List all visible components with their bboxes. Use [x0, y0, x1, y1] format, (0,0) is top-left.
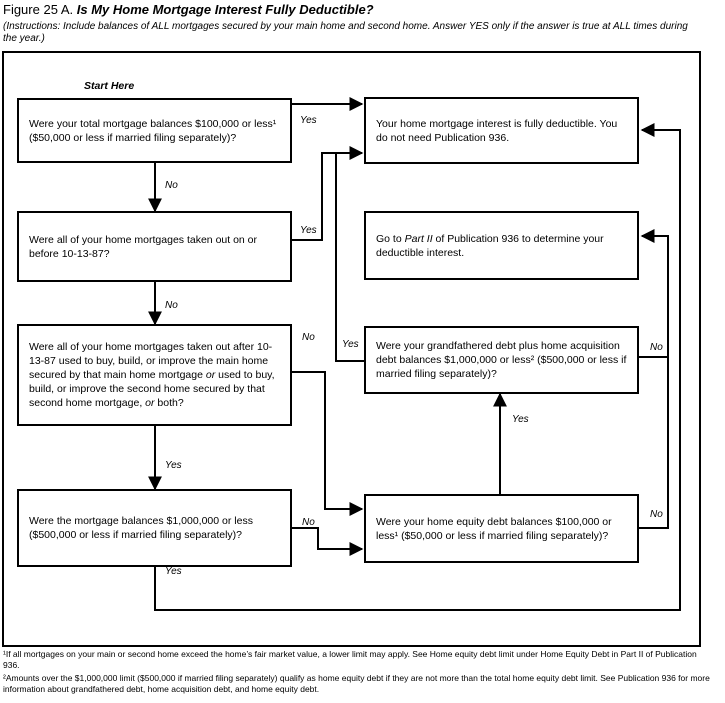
label-q3-yes: Yes — [165, 460, 182, 471]
label-q5-no: No — [650, 342, 663, 353]
label-q2-yes: Yes — [300, 225, 317, 236]
flowchart-frame — [2, 51, 701, 647]
box-million-limit-text: Were the mortgage balances $1,000,000 or… — [29, 515, 253, 541]
figure-heading: Is My Home Mortgage Interest Fully Deduc… — [76, 2, 374, 17]
label-q6-no: No — [650, 509, 663, 520]
box-grandfathered-debt-text: Were your grandfathered debt plus home a… — [376, 340, 627, 380]
q5-no-arrow — [637, 229, 669, 358]
instructions: (Instructions: Include balances of ALL m… — [3, 21, 688, 44]
box-after-1987-text: Were all of your home mortgages taken ou… — [29, 341, 275, 409]
label-q3-no: No — [302, 332, 315, 343]
q3-no-arrow — [292, 371, 364, 516]
box-part-ii-text: Go to Part II of Publication 936 to dete… — [376, 232, 604, 259]
q6-no-arrow — [637, 357, 669, 529]
box-fully-deductible-result: Your home mortgage interest is fully ded… — [364, 97, 639, 164]
box-before-1987-question: Were all of your home mortgages taken ou… — [17, 211, 292, 282]
label-q4-yes: Yes — [165, 566, 182, 577]
box-part-ii-result: Go to Part II of Publication 936 to dete… — [364, 211, 639, 280]
box-total-balance-question: Were your total mortgage balances $100,0… — [17, 98, 292, 163]
figure-title: Figure 25 A. Is My Home Mortgage Interes… — [3, 2, 374, 17]
label-q1-no: No — [165, 180, 178, 191]
label-q5-yes: Yes — [342, 339, 359, 350]
box-home-equity-question: Were your home equity debt balances $100… — [364, 494, 639, 563]
box-grandfathered-debt-question: Were your grandfathered debt plus home a… — [364, 326, 639, 394]
box-home-equity-text: Were your home equity debt balances $100… — [376, 515, 612, 542]
box-million-limit-question: Were the mortgage balances $1,000,000 or… — [17, 489, 292, 567]
start-here-label: Start Here — [84, 80, 135, 92]
figure-number: Figure 25 A. — [3, 2, 74, 17]
box-fully-deductible-text: Your home mortgage interest is fully ded… — [376, 117, 618, 144]
box-total-balance-text: Were your total mortgage balances $100,0… — [29, 117, 277, 144]
footnote-1: ¹If all mortgages on your main or second… — [3, 649, 697, 670]
q4-no-arrow — [292, 527, 364, 556]
box-after-1987-use-question: Were all of your home mortgages taken ou… — [17, 324, 292, 426]
q4-yes-arrow — [154, 123, 681, 611]
footnote-2: ²Amounts over the $1,000,000 limit ($500… — [3, 673, 710, 694]
label-q1-yes: Yes — [300, 115, 317, 126]
label-q6-yes: Yes — [512, 414, 529, 425]
label-q2-no: No — [165, 300, 178, 311]
q2-yes-arrow — [292, 146, 364, 241]
label-q4-no: No — [302, 517, 315, 528]
q5-yes-arrow — [335, 153, 365, 362]
box-before-1987-text: Were all of your home mortgages taken ou… — [29, 233, 258, 260]
